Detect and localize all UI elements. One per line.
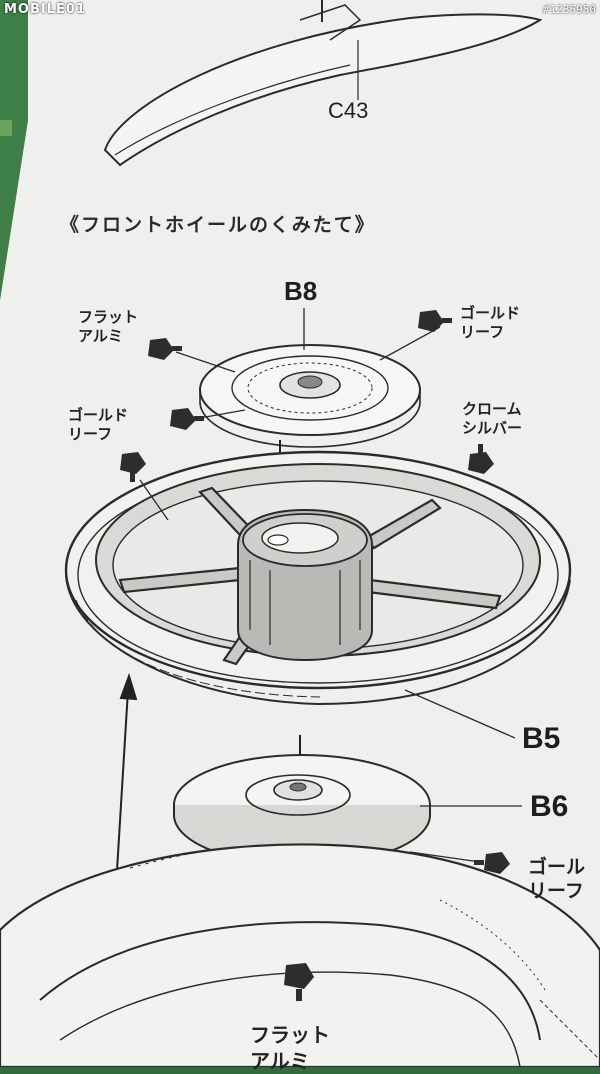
hub-cover-part [199, 344, 421, 448]
paint-swatch-flat-alu-bottom [284, 963, 314, 1001]
paint-label-chrome-silver: クローム シルバー [462, 400, 523, 437]
paint-label-gold-leaf-bottom: ゴール リーフ [528, 856, 586, 902]
leader-lines [139, 308, 522, 863]
paint-label-flat-alu-top: フラット アルミ [78, 308, 139, 345]
part-label-b8: B8 [284, 276, 318, 306]
site-watermark: MOBILE01 [4, 2, 86, 17]
wheel-rim-part [64, 450, 572, 706]
paint-label-gold-leaf-left: ゴールド リーフ [68, 406, 129, 443]
section-heading: 《フロントホイールのくみたて》 [60, 214, 376, 236]
paint-label-gold-leaf-top: ゴールド リーフ [460, 304, 521, 341]
post-id-watermark: #1235950 [543, 3, 596, 16]
paint-swatch-chrome [468, 444, 494, 474]
paint-label-flat-alu-bottom: フラット アルミ [250, 1023, 330, 1073]
tire-part [0, 843, 600, 1067]
background-mat [0, 0, 28, 300]
paint-swatch-gold-top [418, 310, 452, 332]
paint-swatch-gold-left2 [120, 452, 146, 482]
part-label-b5: B5 [522, 722, 561, 755]
part-label-c43: C43 [328, 98, 369, 123]
paint-swatch-gold-left1 [170, 408, 204, 430]
part-label-b6: B6 [530, 790, 569, 823]
paint-swatch-flat-alu-top [148, 338, 182, 360]
front-fender-part [103, 0, 543, 167]
paint-swatches [120, 310, 510, 1001]
